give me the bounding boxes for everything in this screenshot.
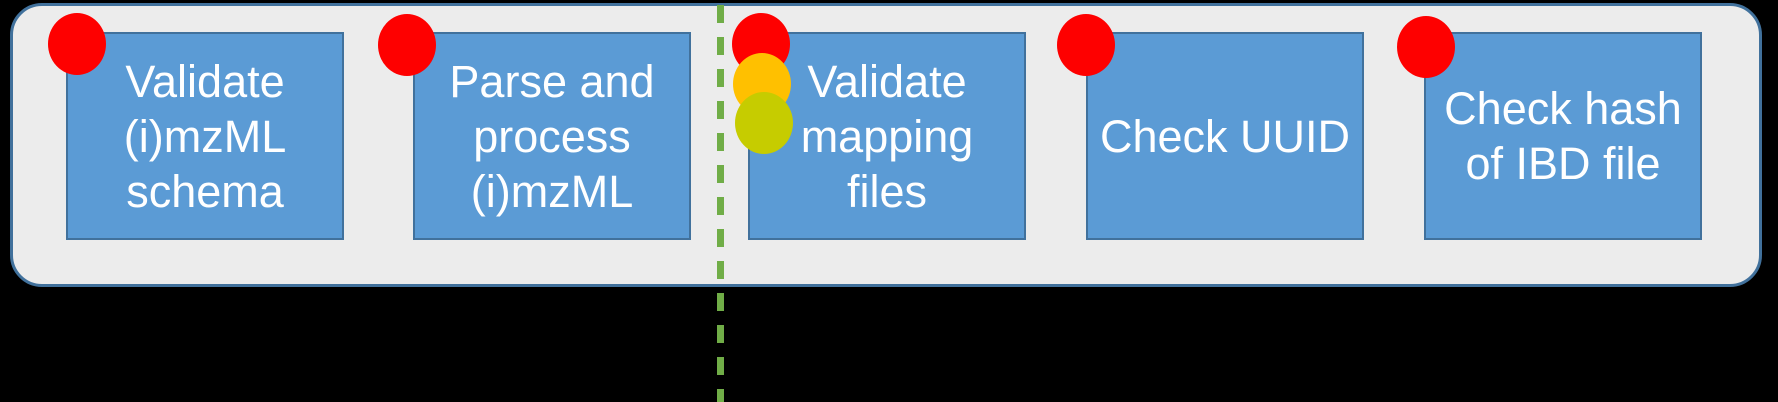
step-validate-imzml-schema: Validate (i)mzML schema <box>48 13 344 240</box>
step-label: Check UUID <box>1099 110 1351 162</box>
step-check-ibd-hash: Check hash of IBD file <box>1397 16 1702 240</box>
step-check-uuid: Check UUID <box>1057 14 1364 240</box>
step-validate-mapping-files: Validate mapping files <box>732 13 1026 240</box>
step-label: Parse and process (i)mzML <box>449 55 655 217</box>
olive-status-icon <box>735 92 793 154</box>
red-status-icon <box>48 13 106 75</box>
step-parse-process-imzml: Parse and process (i)mzML <box>378 14 691 240</box>
red-status-icon <box>1057 14 1115 76</box>
stage-divider-dashed-line <box>717 5 724 402</box>
red-status-icon <box>1397 16 1455 78</box>
step-label: Check hash of IBD file <box>1444 83 1682 189</box>
red-status-icon <box>378 14 436 76</box>
step-label: Validate mapping files <box>800 55 974 217</box>
step-label: Validate (i)mzML schema <box>123 55 287 217</box>
